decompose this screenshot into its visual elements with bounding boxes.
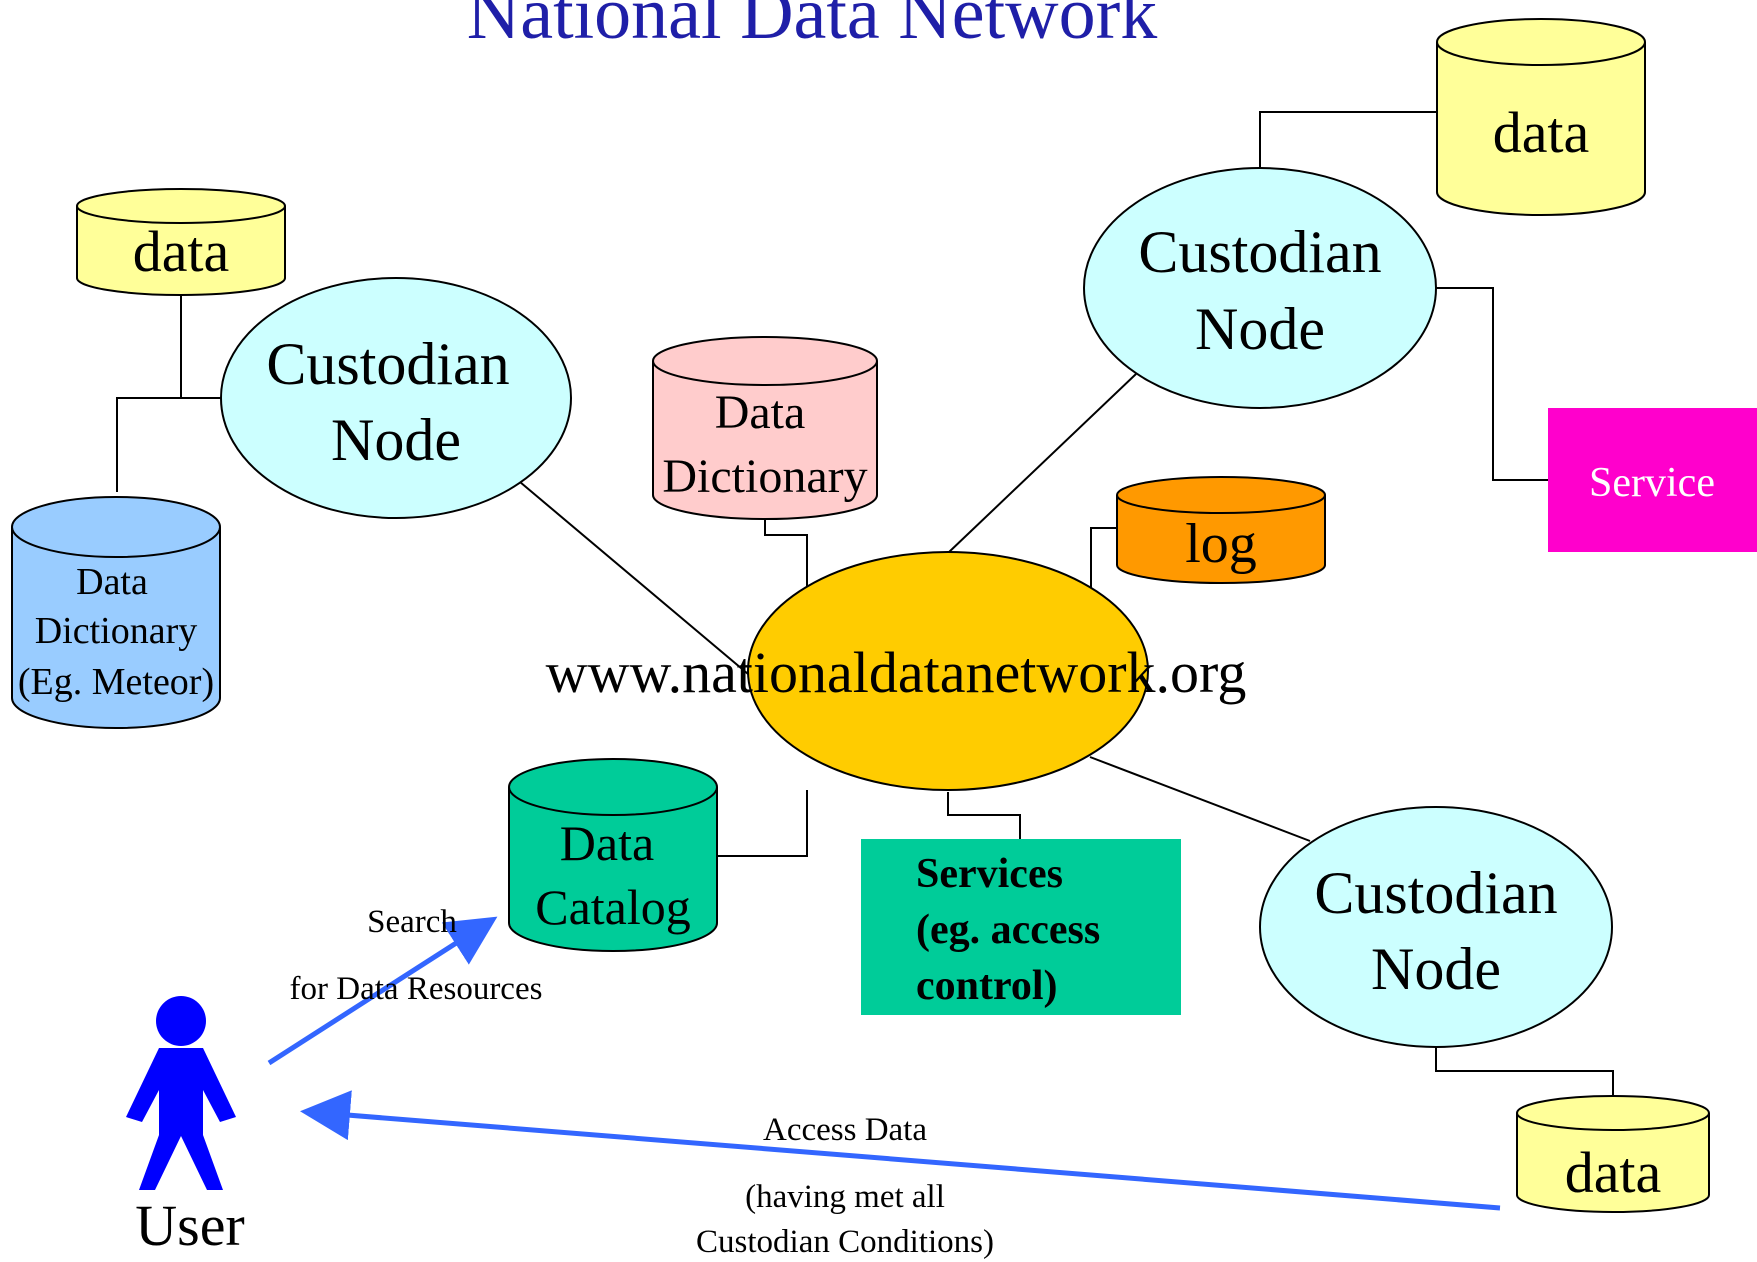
connector-service-box [1436,287,1548,481]
connector-left-node-hub [519,481,755,680]
search-label-line-2: for Data Resources [290,971,543,1007]
services-line-2: (eg. access [916,907,1100,953]
database-label: data [133,219,230,284]
access-label-line-1: Access Data [763,1112,927,1148]
database-log: log [1116,476,1326,584]
custodian-node-left: Custodian Node [220,277,572,519]
database-label: data [1565,1140,1662,1205]
catalog-line-2: Catalog [535,879,691,935]
services-box: Services (eg. access control) [861,839,1181,1015]
search-label-line-1: Search [367,904,457,940]
dictionary-line-1: Data [715,386,806,439]
user-icon [126,996,236,1190]
connector-services-hub [947,792,1021,839]
service-box: Service [1548,408,1757,552]
database-data-left: data [76,188,286,296]
dictionary-line-2: Dictionary [662,450,867,503]
connector-dictionary-hub [764,519,808,587]
node-line-2: Node [1371,936,1501,1002]
database-data-bottom-right: data [1516,1095,1710,1213]
dictionary-line-3: (Eg. Meteor) [18,661,214,703]
access-arrow [300,1090,1501,1211]
connector-log-hub [1090,527,1117,590]
services-line-3: control) [916,963,1058,1009]
database-catalog: Data Catalog [508,758,718,952]
node-line-1: Custodian [266,331,509,397]
dictionary-line-1: Data [76,561,148,603]
connector-bottomright-node-hub [1089,756,1311,842]
hub-url: www.nationaldatanetwork.org [546,640,1247,705]
user-label: User [135,1193,245,1258]
database-data-top-right: data [1436,18,1646,216]
connector-data-topright [1259,111,1437,169]
page-title: National Data Network [467,0,1157,55]
custodian-node-top-right: Custodian Node [1083,167,1437,409]
connector-data-left [180,296,222,399]
custodian-node-bottom-right: Custodian Node [1259,806,1613,1048]
node-line-1: Custodian [1138,219,1381,285]
database-dictionary-center: Data Dictionary [652,336,878,520]
connector-dictionary-left [116,397,181,492]
database-label: data [1493,100,1590,165]
connector-catalog-hub [717,790,808,857]
search-arrow [267,916,498,1066]
access-label-line-3: Custodian Conditions) [696,1224,994,1260]
service-label: Service [1589,460,1715,506]
database-label: log [1185,513,1257,575]
services-line-1: Services [916,851,1063,897]
node-line-2: Node [331,407,461,473]
database-dictionary-left: Data Dictionary (Eg. Meteor) [11,496,221,729]
access-label-line-2: (having met all [745,1179,945,1215]
connector-lines [116,111,1614,1098]
central-hub: www.nationaldatanetwork.org [546,551,1247,791]
catalog-line-1: Data [560,815,654,871]
connector-topright-node-hub [947,373,1137,554]
node-line-2: Node [1195,296,1325,362]
connector-data-bottomright [1435,1047,1614,1098]
dictionary-line-2: Dictionary [35,610,198,652]
node-line-1: Custodian [1314,860,1557,926]
